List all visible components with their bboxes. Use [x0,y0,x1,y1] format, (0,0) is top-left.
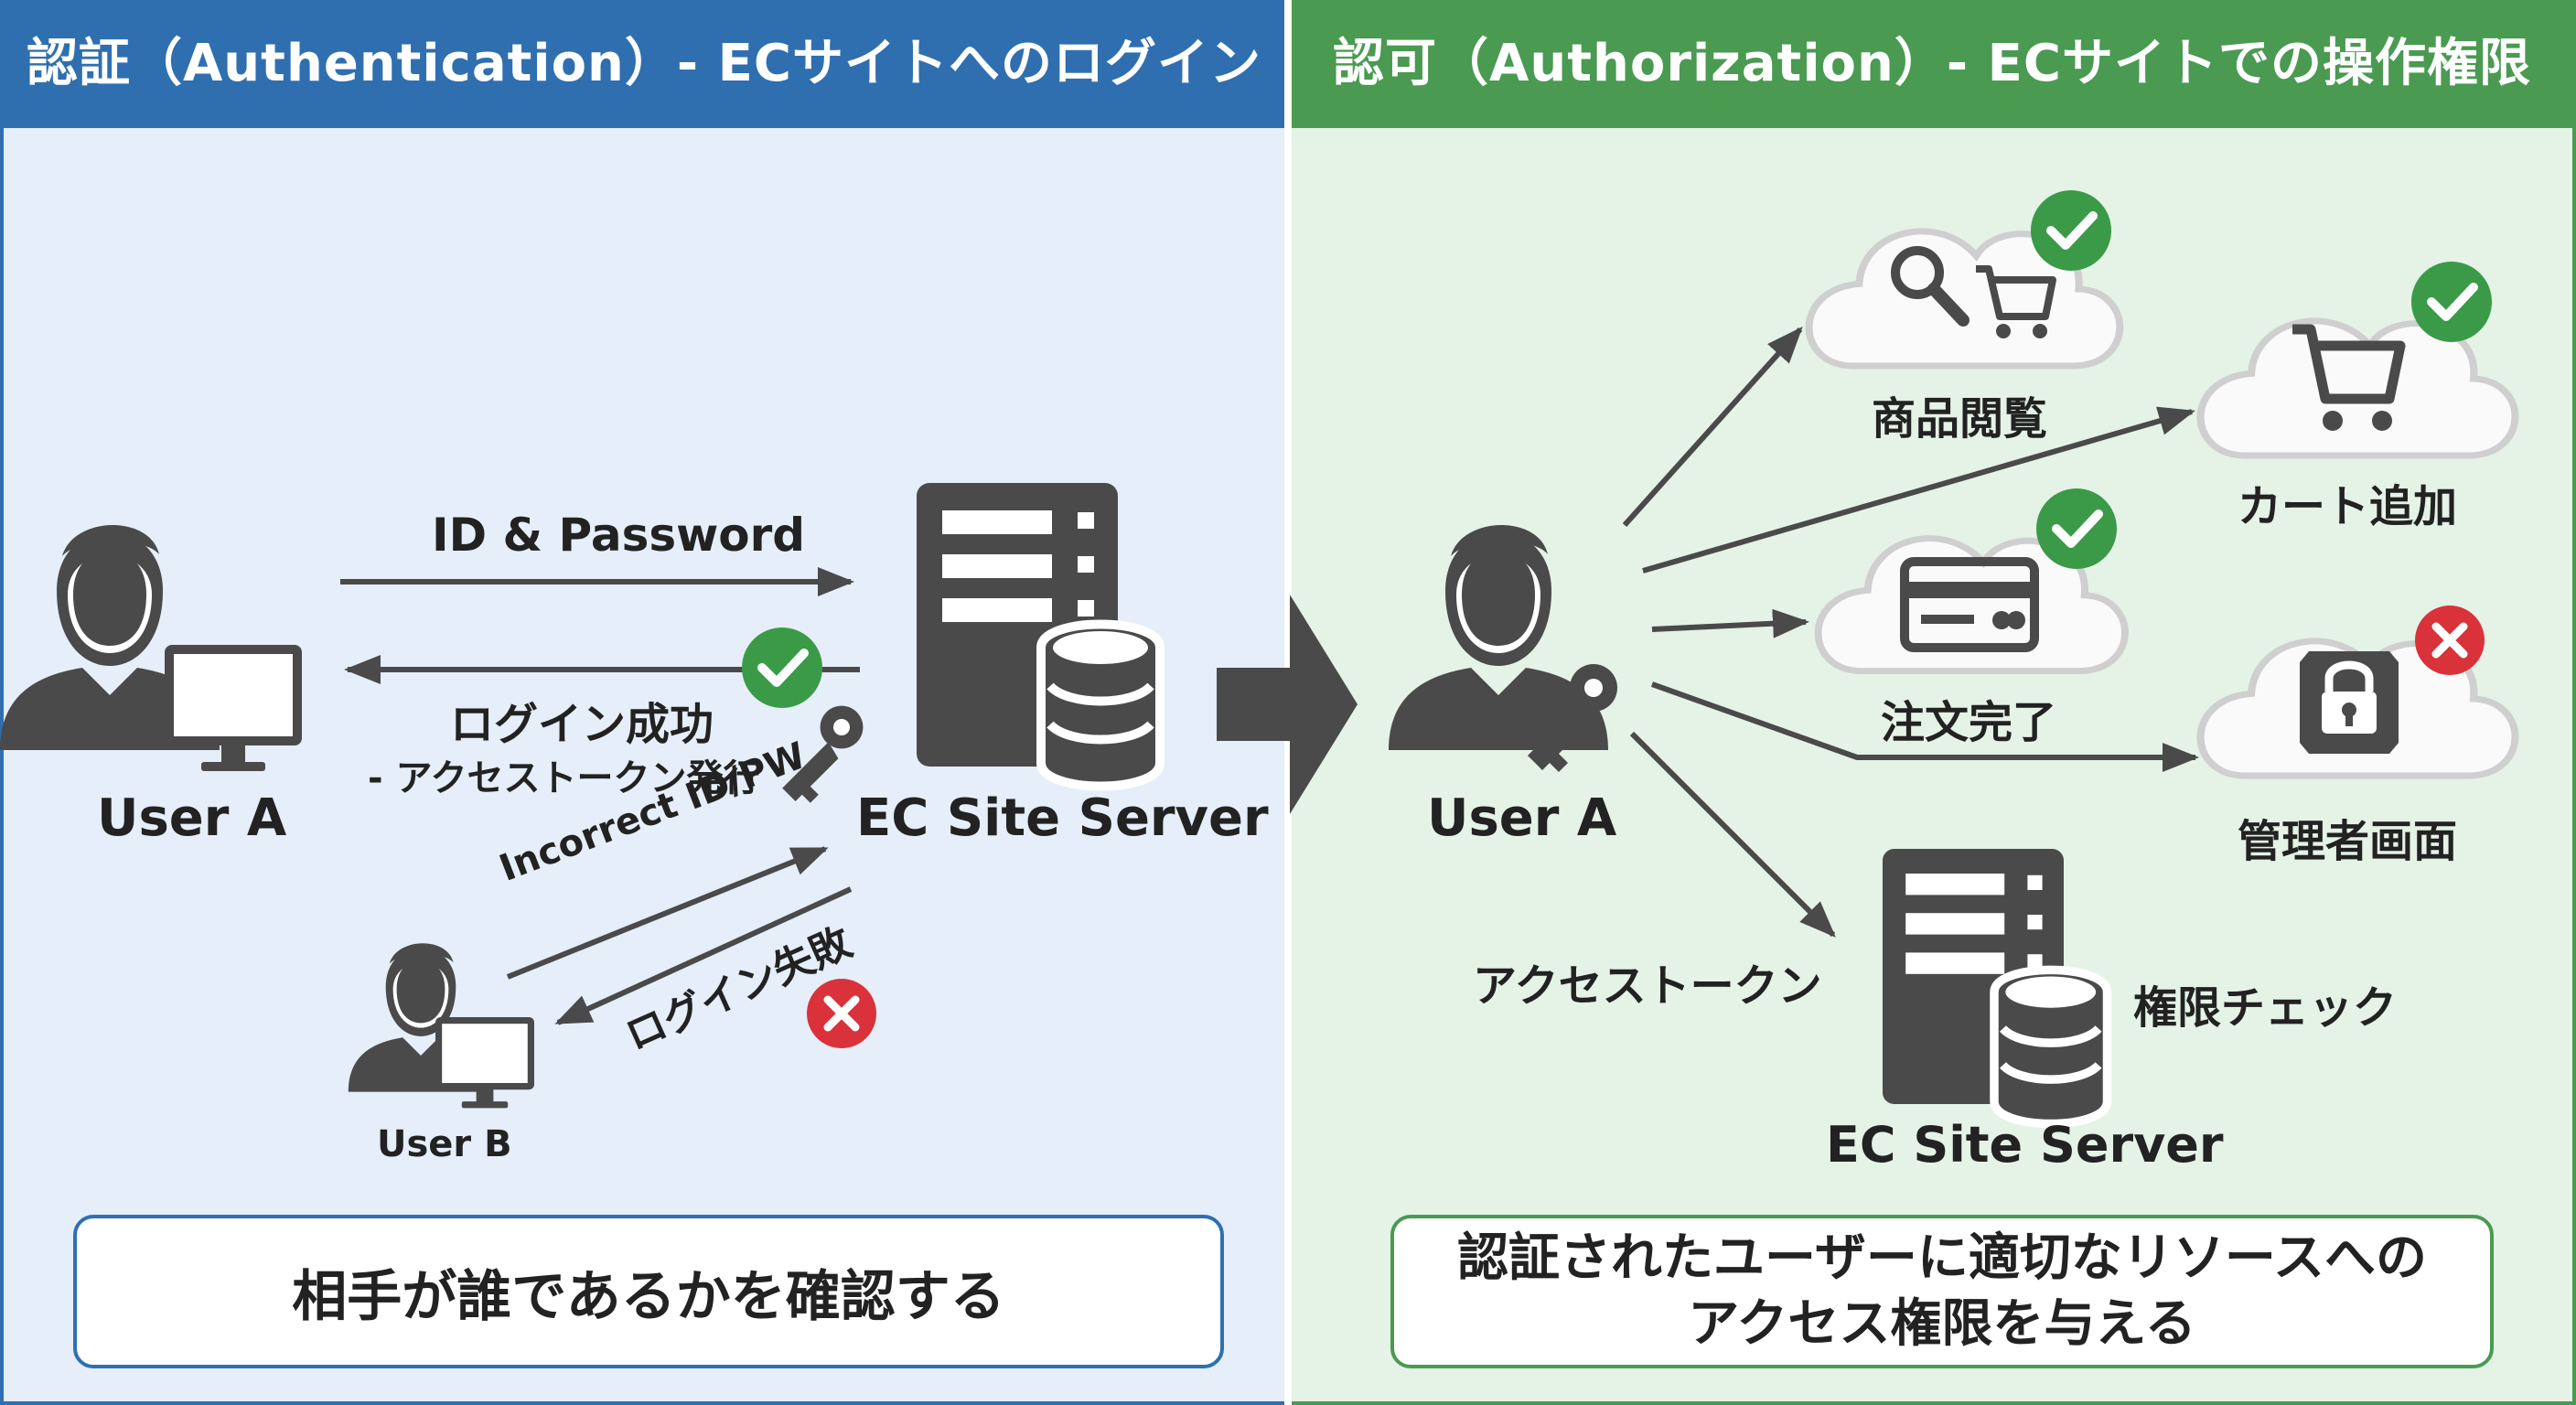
browse-label: 商品閲覧 [1872,393,2048,445]
order-label: 注文完了 [1881,697,2057,748]
credit-card-icon [1900,557,2039,652]
search-icon [1891,246,1970,327]
arrow-token-check [1629,731,1836,938]
cart-label: カート追加 [2238,481,2458,532]
lock-icon [2300,651,2399,754]
permission-check-label: 権限チェック [2133,982,2398,1034]
token-label: アクセストークン [1473,960,1822,1012]
computer-icon [435,1017,534,1109]
id-password-label: ID & Password [432,509,806,562]
login-success-label: ログイン成功 [450,699,714,750]
authentication-summary: 相手が誰であるかを確認する [73,1215,1224,1368]
arrow-cart [1642,406,2195,574]
big-arrow-icon [1217,595,1358,814]
cross-icon [2415,606,2485,675]
check-icon [2036,488,2117,569]
arrow-browse [1622,327,1803,528]
database-icon [1041,625,1160,787]
user-b-label: User B [377,1123,512,1165]
server-label: EC Site Server [1826,1116,2224,1174]
check-icon [2031,190,2111,271]
user-a-label: User A [97,788,287,848]
arrow-order [1651,608,1809,638]
authentication-title: 認証（Authentication）- ECサイトへのログイン [4,0,1284,128]
arrow-login-fail [554,886,853,1025]
token-issue-label: - アクセストークン発行 [368,757,760,799]
database-icon [1994,970,2108,1123]
cart-icon [2292,324,2406,431]
authorization-summary-line-1: 認証されたユーザーに適切なリソースへの [1456,1228,2428,1288]
computer-icon [165,645,302,771]
server-label: EC Site Server [856,788,1269,848]
authorization-summary: 認証されたユーザーに適切なリソースへの アクセス権限を与える [1390,1215,2494,1368]
check-icon [2411,262,2492,342]
check-icon [742,627,822,708]
arrow-admin [1650,681,2199,772]
cross-icon [807,979,876,1048]
authorization-summary-line-2: アクセス権限を与える [1688,1294,2196,1354]
admin-label: 管理者画面 [2238,816,2458,867]
authorization-title: 認可（Authorization）- ECサイトでの操作権限 [1292,0,2572,128]
arrow-incorrect [506,846,829,980]
cart-icon [1976,265,2056,338]
user-a-label: User A [1427,788,1617,848]
authentication-summary-text: 相手が誰であるかを確認する [292,1264,1005,1329]
